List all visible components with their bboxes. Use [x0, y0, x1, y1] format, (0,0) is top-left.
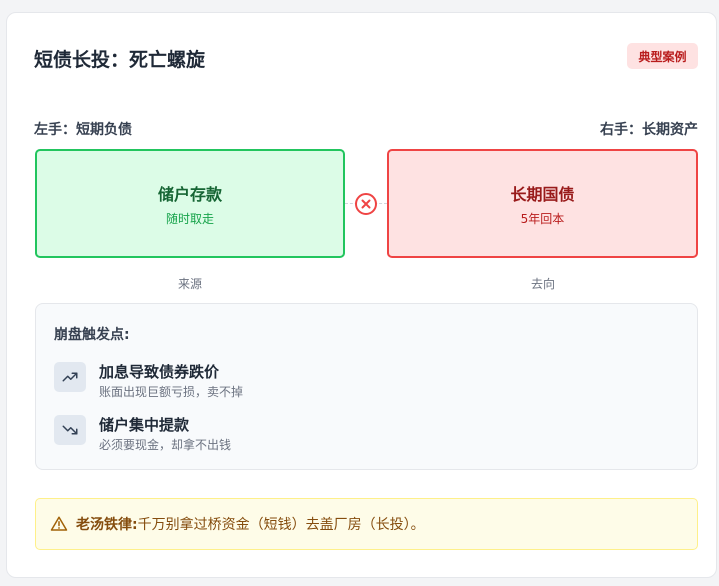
- case-badge: 典型案例: [627, 43, 698, 69]
- crash-triggers-panel: 崩盘触发点: 加息导致债券跌价 账面出现巨额亏损，卖不掉 储户集中提款 必须要现…: [35, 303, 698, 470]
- deposits-subtitle: 随时取走: [165, 211, 214, 226]
- mismatch-x-icon: [355, 193, 377, 215]
- destination-caption: 去向: [530, 277, 555, 291]
- source-caption: 来源: [177, 277, 202, 291]
- iron-rule-text: 千万别拿过桥资金（短钱）去盖厂房（长投）。: [137, 517, 425, 533]
- bonds-subtitle: 5年回本: [520, 211, 565, 226]
- deposits-title: 储户存款: [157, 184, 222, 204]
- left-hand-label: 左手：短期负债: [34, 122, 132, 138]
- iron-rule-banner: 老汤铁律: 千万别拿过桥资金（短钱）去盖厂房（长投）。: [35, 498, 698, 550]
- right-hand-label: 右手：长期资产: [600, 122, 698, 138]
- trigger-desc: 必须要现金，却拿不出钱: [99, 438, 232, 452]
- triggers-title: 崩盘触发点:: [54, 327, 130, 343]
- warning-triangle-icon: [50, 516, 68, 531]
- trigger-desc: 账面出现巨额亏损，卖不掉: [99, 385, 244, 399]
- trending-up-icon: [54, 362, 86, 392]
- deposits-box: 储户存款 随时取走: [35, 149, 345, 258]
- bonds-title: 长期国债: [510, 184, 575, 204]
- iron-rule-label: 老汤铁律:: [76, 517, 138, 533]
- trigger-title: 储户集中提款: [99, 416, 190, 434]
- page-title: 短债长投：死亡螺旋: [34, 49, 206, 71]
- trending-down-icon: [54, 415, 86, 445]
- bonds-box: 长期国债 5年回本: [387, 149, 698, 258]
- case-card: 短债长投：死亡螺旋 典型案例 左手：短期负债 右手：长期资产 储户存款 随时取走…: [6, 12, 717, 578]
- trigger-title: 加息导致债券跌价: [99, 363, 220, 381]
